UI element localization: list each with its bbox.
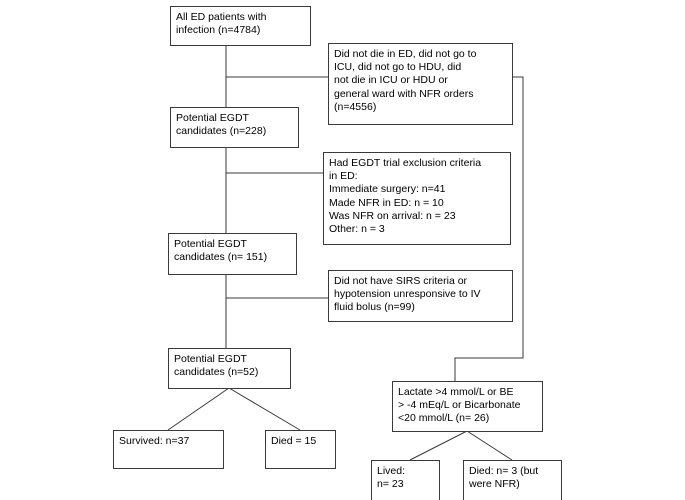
node-box-candidates-52 xyxy=(168,348,291,389)
node-box-layer xyxy=(113,6,562,500)
connector-layer xyxy=(167,45,524,461)
connector-fork-lactate-left xyxy=(409,430,468,461)
node-box-excluded-criteria xyxy=(323,152,511,245)
node-box-excluded-sirs xyxy=(328,270,513,322)
connector-fork-52-left xyxy=(167,387,230,431)
connector-not-die-right-to-lactate xyxy=(454,76,524,381)
node-box-all-ed-patients xyxy=(170,6,311,46)
node-box-survived-37 xyxy=(113,430,224,469)
node-box-lived-23 xyxy=(371,460,440,500)
connector-fork-lactate-right xyxy=(466,430,513,461)
node-box-lactate-box xyxy=(392,381,543,432)
node-box-candidates-151 xyxy=(168,233,297,275)
connector-fork-52-right xyxy=(228,387,301,431)
node-box-candidates-228 xyxy=(170,107,299,148)
node-box-died-3-nfr xyxy=(463,460,562,500)
node-box-excluded-not-die xyxy=(328,43,513,125)
node-box-died-15 xyxy=(265,430,336,469)
